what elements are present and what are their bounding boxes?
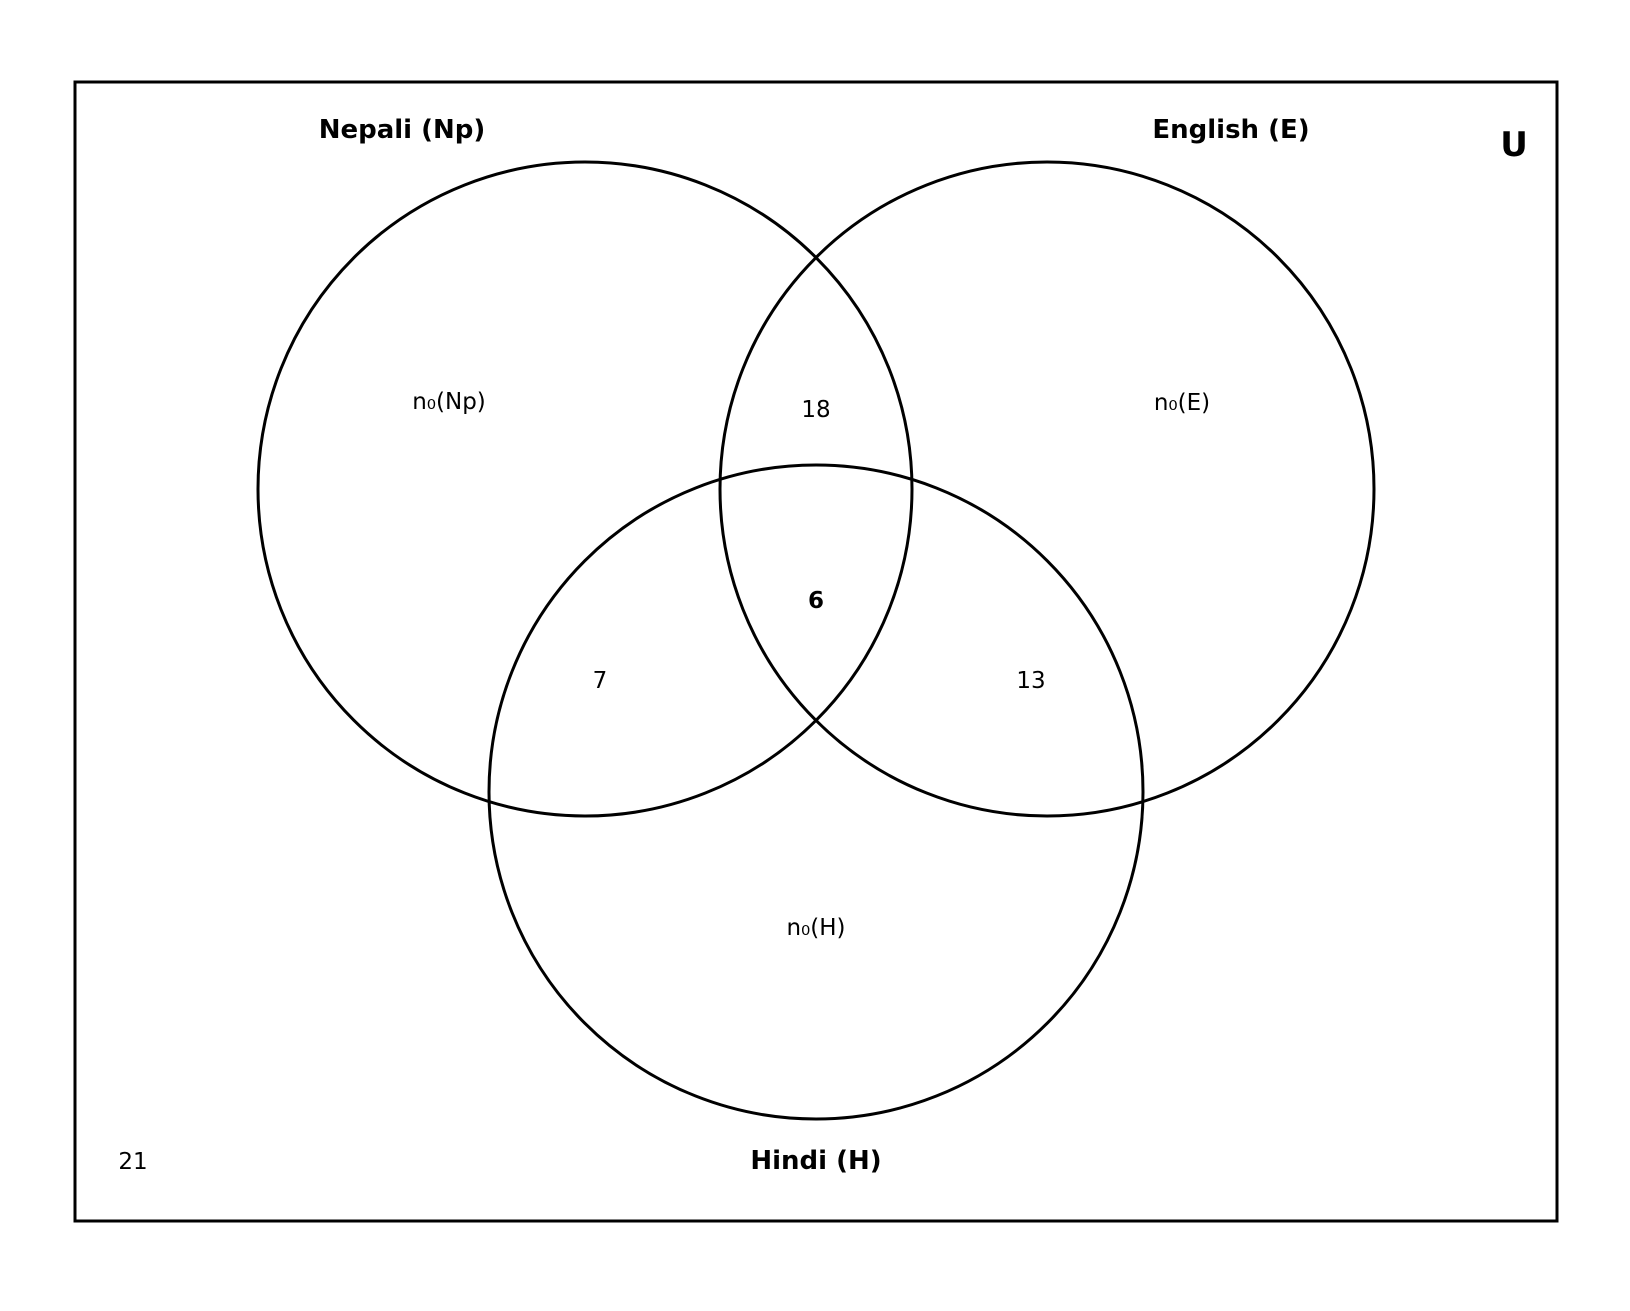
region-outside: 21	[118, 1149, 147, 1175]
english-set-label: English (E)	[1152, 115, 1309, 145]
hindi-set-label: Hindi (H)	[750, 1146, 881, 1176]
region-nepali-english: 18	[801, 397, 830, 423]
universe-border	[73, 80, 1559, 1223]
hindi-circle	[487, 463, 1145, 1121]
english-circle	[718, 160, 1376, 818]
region-only-hindi: n₀(H)	[786, 915, 845, 941]
region-only-english: n₀(E)	[1154, 390, 1210, 416]
nepali-circle	[256, 160, 914, 818]
universe-label: U	[1500, 125, 1528, 165]
region-all-three: 6	[808, 588, 824, 614]
region-only-nepali: n₀(Np)	[412, 389, 486, 415]
region-english-hindi: 13	[1016, 668, 1045, 694]
nepali-set-label: Nepali (Np)	[319, 115, 486, 145]
region-nepali-hindi: 7	[593, 668, 608, 694]
